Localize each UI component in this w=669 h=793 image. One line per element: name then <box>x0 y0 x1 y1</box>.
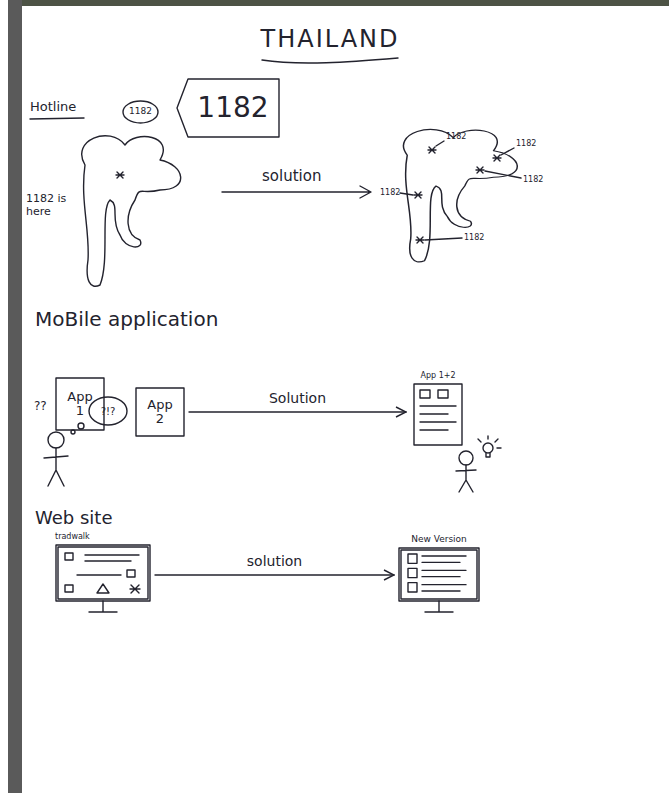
thought-mark: ?? <box>34 400 47 414</box>
phone-screen: App 1+2 <box>410 372 466 446</box>
phone-screen-outline <box>410 372 466 446</box>
hotline-badge: 1182 <box>122 100 159 124</box>
title-underline <box>262 58 398 63</box>
node-text: New Version <box>398 535 480 545</box>
node-text: ?!? <box>101 406 116 417</box>
happy-person <box>456 436 501 492</box>
monitor-outline <box>398 535 480 617</box>
leader-lines <box>400 141 521 240</box>
map-label: 1182 <box>446 132 466 141</box>
node-text: App 1 <box>65 390 95 419</box>
scan-edge-bar <box>8 0 22 793</box>
photo-edge <box>22 0 669 6</box>
title: THAILAND <box>261 26 400 54</box>
note: 1182 is here <box>26 193 70 218</box>
map-outline <box>82 136 181 287</box>
arrow-label: solution <box>245 553 304 569</box>
node-text: App 1+2 <box>410 372 466 381</box>
section-label: Web site <box>35 508 112 529</box>
map-label: 1182 <box>523 175 543 184</box>
app-box: App 2 <box>135 387 185 437</box>
map-label: 1182 <box>464 233 484 242</box>
monitor: New Version <box>398 535 480 617</box>
node-text: 1182 <box>197 93 268 124</box>
arrow-connector <box>189 411 406 412</box>
map-label: 1182 <box>516 139 536 148</box>
map-outline <box>403 129 517 261</box>
section-label: Hotline <box>30 100 76 115</box>
monitor-outline <box>55 533 151 617</box>
arrow-label: solution <box>262 168 321 185</box>
map-label: 1182 <box>380 188 400 197</box>
thought-bubble: ?!? <box>88 396 128 426</box>
section-label: MoBile application <box>35 308 218 331</box>
node-text: 1182 <box>129 107 152 117</box>
hotline-callout: 1182 <box>176 78 280 138</box>
confused-person <box>44 423 84 486</box>
star-marks <box>414 147 501 243</box>
node-text: App 2 <box>145 398 175 427</box>
monitor: tradwalk <box>55 533 151 617</box>
node-text: tradwalk <box>55 533 151 542</box>
arrow-label: Solution <box>267 390 328 406</box>
arrow-connector <box>155 574 394 575</box>
solution-arrow <box>222 186 371 198</box>
hotline-underline <box>30 118 84 119</box>
star-mark <box>116 172 124 178</box>
